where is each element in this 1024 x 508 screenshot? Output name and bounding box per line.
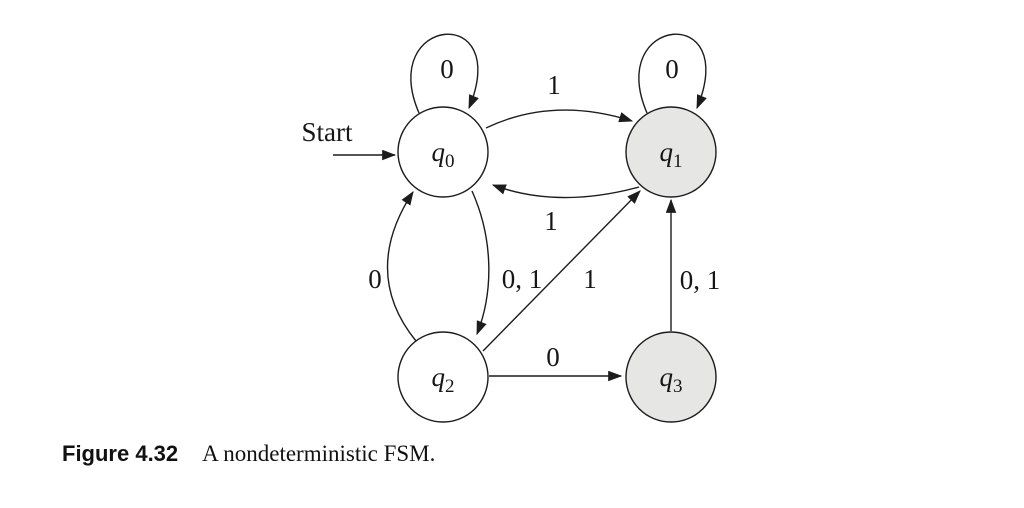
transition-q1-q0-label: 1	[544, 206, 558, 236]
transition-q1-q0-edge	[491, 184, 640, 199]
start-label: Start	[302, 117, 353, 147]
transition-q0-q0-edge	[410, 33, 479, 114]
state-q0-label: q0	[432, 137, 455, 172]
state-q2-label: q2	[432, 362, 455, 397]
transition-q0-q0-label: 0	[440, 54, 454, 84]
state-q0-circle	[397, 106, 489, 198]
transition-q2-q1-label: 1	[583, 264, 597, 294]
figure-caption-number: Figure 4.32	[62, 441, 179, 466]
transition-q0-q1-label: 1	[547, 70, 561, 100]
figure-caption: Figure 4.32 A nondeterministic FSM.	[62, 441, 435, 467]
state-q0-base: q	[432, 137, 446, 167]
transition-q2-q0-edge	[386, 191, 417, 342]
state-q2-base: q	[432, 362, 446, 392]
state-q1-sub: 1	[673, 151, 683, 172]
state-q3-sub: 3	[673, 376, 683, 397]
transition-q2-q1-edge	[482, 190, 641, 352]
transition-q2-q0-label: 0	[368, 264, 382, 294]
transition-q3-q1-label: 0, 1	[680, 265, 721, 295]
state-q1-circle	[625, 106, 717, 198]
figure-caption-text: A nondeterministic FSM.	[202, 441, 436, 466]
state-q2-sub: 2	[445, 376, 455, 397]
transition-q0-q2-label: 0, 1	[502, 264, 543, 294]
state-q1-label: q1	[660, 137, 683, 172]
state-q0-sub: 0	[445, 151, 455, 172]
transition-q0-q2-edge	[471, 190, 490, 336]
transition-q1-q1-edge	[638, 33, 707, 114]
transition-q0-q1-edge	[485, 109, 634, 129]
state-q3-circle	[625, 331, 717, 423]
transition-q2-q3-label: 0	[546, 342, 560, 372]
state-q3-label: q3	[660, 362, 683, 397]
transition-q1-q1-label: 0	[665, 54, 679, 84]
state-q1-base: q	[660, 137, 674, 167]
state-q2-circle	[397, 331, 489, 423]
state-q3-base: q	[660, 362, 674, 392]
